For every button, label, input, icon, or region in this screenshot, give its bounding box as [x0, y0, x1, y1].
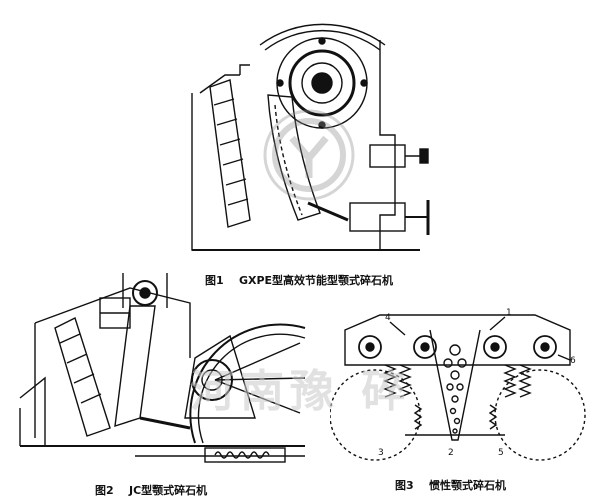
- fig3-label-4: 4: [385, 313, 391, 323]
- fig1-adjust-block: [349, 202, 406, 232]
- fig3-label-2: 2: [448, 448, 454, 458]
- fig2-pitman: [184, 334, 256, 419]
- fig3-label-1: 1: [506, 308, 512, 318]
- fig1-fixed-jaw: [209, 79, 251, 228]
- fig1-tension-rod: [369, 144, 406, 168]
- fig3-label-3: 3: [378, 448, 384, 458]
- fig2-spring-base: [204, 447, 286, 463]
- fig3-inertia-wheel-right: [494, 369, 586, 461]
- figure3-caption: 图3 惯性颚式碎石机: [395, 479, 506, 492]
- fig1-toggle-plate: [307, 201, 349, 222]
- fig3-label-6: 6: [570, 356, 576, 366]
- figure2-caption: 图2 JC型颚式碎石机: [95, 484, 208, 497]
- fig2-flywheel: [189, 323, 306, 444]
- fig2-top-bearing: [132, 280, 158, 306]
- fig3-label-5: 5: [498, 448, 504, 458]
- fig3-shaft-4: [533, 335, 557, 359]
- fig1-flywheel: [259, 23, 386, 46]
- fig2-swing-jaw: [114, 305, 156, 428]
- fig3-inertia-wheel-left: [330, 369, 421, 461]
- fig3-spring-right: [503, 364, 517, 398]
- figure1-caption: 图1 GXPE型高效节能型颚式碎石机: [205, 274, 394, 287]
- fig2-toggle-plate: [139, 416, 191, 430]
- fig3-shaft-3: [483, 335, 507, 359]
- fig1-swing-jaw: [267, 94, 321, 221]
- fig3-frame: [344, 314, 571, 366]
- fig3-spring-left: [383, 364, 397, 398]
- fig3-crushing-chamber: [429, 329, 481, 441]
- watermark-logo-icon: [263, 109, 355, 201]
- figure1-drawing: [191, 23, 430, 251]
- fig3-shaft-1: [358, 335, 382, 359]
- fig3-shaft-2: [413, 335, 437, 359]
- figure3-drawing: 4 1 6 3 2 5: [330, 308, 586, 461]
- figure2-drawing: [19, 273, 306, 463]
- fig2-fixed-jaw: [54, 317, 111, 437]
